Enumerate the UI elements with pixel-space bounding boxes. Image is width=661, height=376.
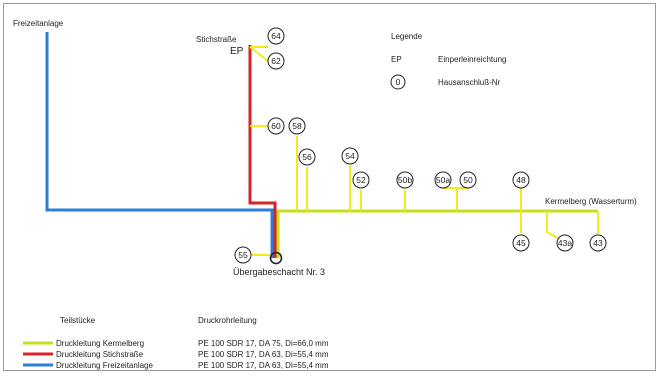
- connection-50: [443, 187, 468, 211]
- table-row-spec-kermelberg: PE 100 SDR 17, DA 75, Di=66,0 mm: [198, 339, 329, 348]
- table-row-name-freizeitanlage: Druckleitung Freizeitanlage: [56, 361, 153, 370]
- house-number-label: 43a: [558, 238, 572, 248]
- pipe-freizeitanlage: [45, 32, 274, 258]
- connection-43a: [546, 211, 564, 242]
- house-number-circle: [459, 171, 477, 189]
- label-uebergabeschacht: Übergabeschacht Nr. 3: [233, 267, 325, 277]
- house-number-label: 50a: [436, 175, 450, 185]
- legend-ep-key: EP: [391, 55, 402, 64]
- table-row-name-kermelberg: Druckleitung Kermelberg: [56, 339, 144, 348]
- table-header-pipe: Druckrohrleitung: [198, 316, 257, 325]
- table-header-parts: Teilstücke: [60, 316, 96, 325]
- house-number-circle: [341, 147, 359, 165]
- uebergabeschacht-marker: [269, 251, 283, 265]
- house-number-label: 45: [516, 238, 526, 248]
- house-number-circle: [288, 117, 306, 135]
- house-number-circle: [267, 27, 285, 45]
- label-freizeitanlage: Freizeitanlage: [13, 19, 64, 28]
- drawing-frame: [3, 3, 656, 371]
- house-number-circle: [589, 234, 607, 252]
- label-ep: EP: [230, 46, 244, 57]
- house-number-label: 52: [356, 175, 366, 185]
- house-number-circle: [234, 246, 252, 264]
- legend-title: Legende: [391, 32, 423, 41]
- house-number-label: 48: [516, 175, 526, 185]
- house-number-label: 43: [593, 238, 603, 248]
- table-row-name-stichstrasse: Druckleitung Stichstraße: [56, 350, 144, 359]
- connection-62: [249, 46, 269, 62]
- house-number-circle: [556, 234, 574, 252]
- house-number-circle: [396, 171, 414, 189]
- house-number-label: 55: [238, 250, 248, 260]
- house-number-circle: [512, 171, 530, 189]
- pipe-kermelberg: [276, 209, 598, 258]
- house-number-circle: [512, 234, 530, 252]
- house-number-circle: [434, 171, 452, 189]
- pipe-stichstrasse: [248, 45, 277, 258]
- legend-ep-desc: Einperleinreichtung: [438, 55, 507, 64]
- label-stichstrasse: Stichstraße: [196, 35, 237, 44]
- house-number-markers: 64 62 60 58 56 54 52 50b 50a 50 48 45 43a 43 55: [234, 27, 607, 264]
- legend-house-desc: Hausanschluß-Nr: [438, 78, 501, 87]
- house-number-label: 64: [271, 31, 281, 41]
- legend: Legende EP Einperleinreichtung 0 Hausans…: [390, 32, 507, 90]
- house-number-circle: [298, 148, 316, 166]
- table-row-spec-stichstrasse: PE 100 SDR 17, DA 63, Di=55,4 mm: [198, 350, 329, 359]
- pipe-table: Teilstücke Druckrohrleitung Druckleitung…: [23, 316, 329, 370]
- label-kermelberg-wasserturm: Kermelberg (Wasserturm): [545, 197, 637, 206]
- table-row-spec-freizeitanlage: PE 100 SDR 17, DA 63, Di=55,4 mm: [198, 361, 329, 370]
- house-number-label: 50b: [398, 175, 412, 185]
- legend-house-key: 0: [396, 77, 401, 87]
- house-number-label: 56: [302, 152, 312, 162]
- house-number-circle: [267, 117, 285, 135]
- house-number-label: 62: [271, 56, 281, 66]
- house-number-circle: [267, 52, 285, 70]
- house-number-label: 50: [463, 175, 473, 185]
- legend-house-symbol: [390, 74, 406, 90]
- house-connections: [249, 46, 599, 256]
- house-number-label: 58: [292, 121, 302, 131]
- house-number-circle: [352, 171, 370, 189]
- house-number-label: 60: [271, 121, 281, 131]
- house-number-label: 54: [345, 151, 355, 161]
